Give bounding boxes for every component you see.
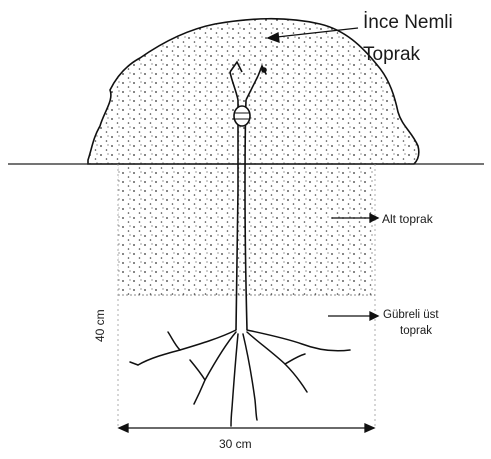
label-depth: 40 cm xyxy=(93,309,107,342)
label-fine-moist-soil-line1: İnce Nemli xyxy=(363,12,453,33)
label-width: 30 cm xyxy=(219,437,252,451)
roots xyxy=(130,330,350,426)
label-fertilized-topsoil-line2: toprak xyxy=(400,325,432,337)
label-subsoil: Alt toprak xyxy=(382,212,434,226)
soil-mound xyxy=(88,19,419,164)
graft-union xyxy=(234,106,250,126)
label-fine-moist-soil-line2: Toprak xyxy=(363,44,421,65)
label-fertilized-topsoil-line1: Gübreli üst xyxy=(383,309,439,321)
width-dimension xyxy=(119,424,374,432)
